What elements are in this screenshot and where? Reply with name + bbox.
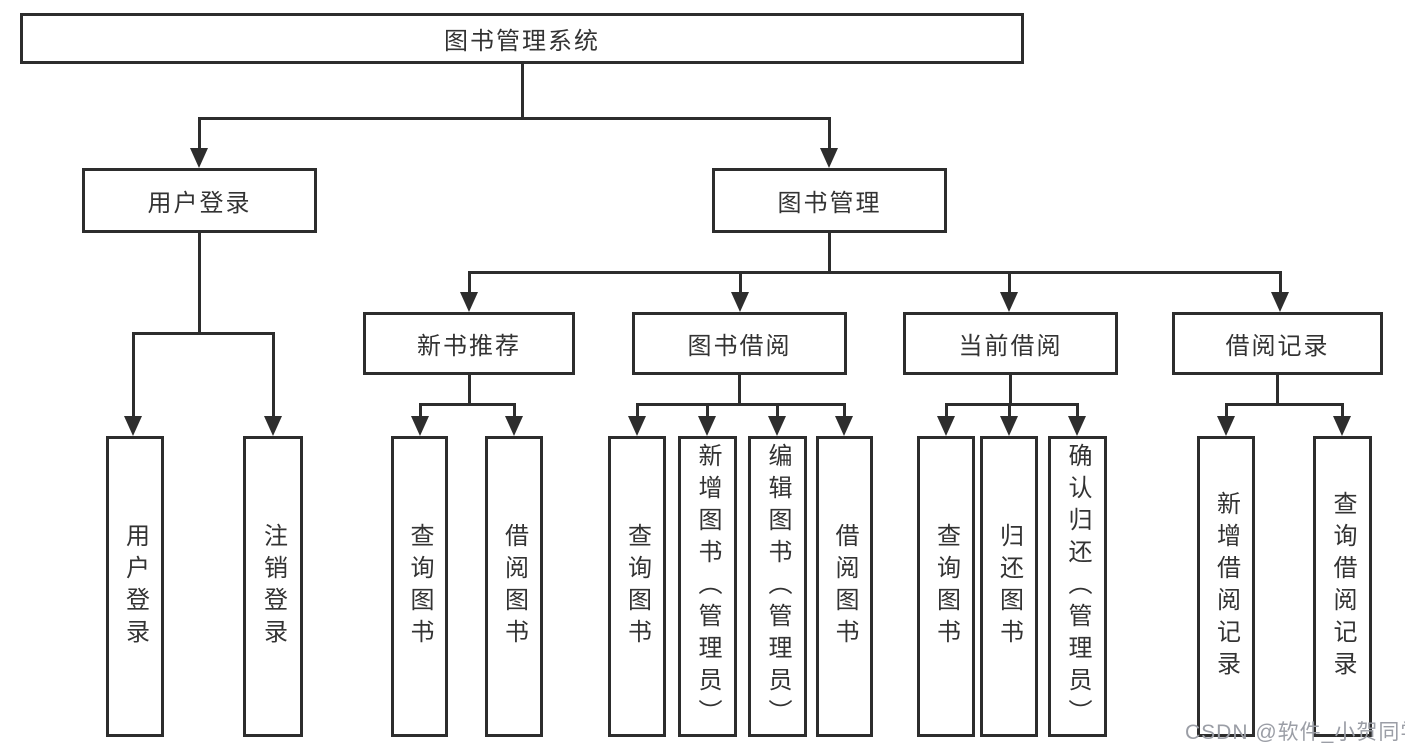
connector-vline: [1279, 271, 1282, 295]
arrow-down-icon: [768, 416, 786, 436]
leaf-query-books: 查询图书: [391, 436, 448, 737]
connector-vline: [1341, 403, 1344, 418]
node-label: 新增图书（管理员）: [694, 442, 721, 731]
node-label: 借阅图书: [500, 522, 528, 651]
arrow-down-icon: [1000, 292, 1018, 312]
node-label: 查询图书: [406, 522, 433, 651]
connector-hline: [419, 403, 515, 406]
arrow-down-icon: [1333, 416, 1351, 436]
node-book-management: 图书管理: [712, 168, 947, 233]
node-label: 注销登录: [259, 522, 287, 651]
arrow-down-icon: [1217, 416, 1235, 436]
arrow-down-icon: [505, 416, 523, 436]
leaf-borrow-books: 借阅图书: [485, 436, 543, 737]
connector-hline: [945, 403, 1078, 406]
connector-hline: [1225, 403, 1343, 406]
connector-vline: [738, 375, 741, 406]
node-new-book-recommendation: 新书推荐: [363, 312, 575, 375]
connector-vline: [945, 403, 948, 418]
arrow-down-icon: [731, 292, 749, 312]
node-label: 确认归还（管理员）: [1064, 442, 1091, 731]
node-user-login: 用户登录: [82, 168, 317, 233]
connector-vline: [468, 375, 471, 406]
node-label: 查询图书: [623, 522, 651, 651]
watermark-text: CSDN @软件_小贺同学: [1185, 721, 1405, 744]
leaf-return-books: 归还图书: [980, 436, 1038, 737]
leaf-user-login: 用户登录: [106, 436, 164, 737]
connector-hline: [468, 271, 1281, 274]
leaf-confirm-return-admin: 确认归还（管理员）: [1048, 436, 1107, 737]
node-label: 图书借阅: [687, 333, 792, 360]
arrow-down-icon: [698, 416, 716, 436]
arrow-down-icon: [411, 416, 429, 436]
connector-vline: [132, 332, 135, 418]
arrow-down-icon: [1000, 416, 1018, 436]
connector-vline: [468, 271, 471, 295]
node-label: 借阅记录: [1225, 333, 1330, 360]
node-current-borrowing: 当前借阅: [903, 312, 1118, 375]
leaf-query-borrow-record: 查询借阅记录: [1313, 436, 1372, 737]
leaf-query-books: 查询图书: [917, 436, 975, 737]
arrow-down-icon: [1271, 292, 1289, 312]
connector-vline: [828, 117, 831, 150]
connector-vline: [776, 403, 779, 418]
connector-hline: [636, 403, 845, 406]
arrow-down-icon: [628, 416, 646, 436]
node-label: 用户登录: [147, 190, 252, 217]
connector-vline: [1225, 403, 1228, 418]
connector-vline: [1008, 403, 1011, 418]
connector-vline: [636, 403, 639, 418]
node-label: 查询图书: [932, 522, 960, 651]
connector-vline: [1276, 375, 1279, 406]
node-label: 查询借阅记录: [1329, 490, 1356, 683]
node-label: 新增借阅记录: [1212, 490, 1240, 683]
connector-vline: [706, 403, 709, 418]
arrow-down-icon: [937, 416, 955, 436]
node-book-borrowing: 图书借阅: [632, 312, 847, 375]
connector-vline: [419, 403, 422, 418]
connector-vline: [828, 233, 831, 274]
connector-vline: [1008, 271, 1011, 295]
connector-hline: [132, 332, 275, 335]
connector-vline: [198, 117, 201, 150]
leaf-add-borrow-record: 新增借阅记录: [1197, 436, 1255, 737]
node-label: 借阅图书: [831, 522, 858, 651]
connector-vline: [1009, 375, 1012, 406]
connector-vline: [739, 271, 742, 295]
node-label: 图书管理系统: [444, 28, 600, 55]
leaf-logout-login: 注销登录: [243, 436, 303, 737]
leaf-add-books-admin: 新增图书（管理员）: [678, 436, 737, 737]
arrow-down-icon: [264, 416, 282, 436]
leaf-query-books: 查询图书: [608, 436, 666, 737]
connector-vline: [843, 403, 846, 418]
node-label: 用户登录: [121, 522, 149, 651]
arrow-down-icon: [835, 416, 853, 436]
connector-hline: [198, 117, 831, 120]
arrow-down-icon: [190, 148, 208, 168]
node-label: 新书推荐: [417, 333, 521, 360]
arrow-down-icon: [1068, 416, 1086, 436]
leaf-borrow-books: 借阅图书: [816, 436, 873, 737]
node-library-management-system: 图书管理系统: [20, 13, 1024, 64]
connector-vline: [198, 233, 201, 335]
connector-vline: [272, 332, 275, 418]
node-label: 图书管理: [777, 190, 882, 217]
connector-vline: [513, 403, 516, 418]
leaf-edit-books-admin: 编辑图书（管理员）: [748, 436, 807, 737]
node-label: 归还图书: [995, 522, 1023, 651]
node-label: 当前借阅: [958, 333, 1063, 360]
arrow-down-icon: [820, 148, 838, 168]
connector-vline: [521, 64, 524, 118]
connector-vline: [1076, 403, 1079, 418]
node-borrowing-records: 借阅记录: [1172, 312, 1383, 375]
arrow-down-icon: [124, 416, 142, 436]
arrow-down-icon: [460, 292, 478, 312]
node-label: 编辑图书（管理员）: [764, 442, 791, 731]
